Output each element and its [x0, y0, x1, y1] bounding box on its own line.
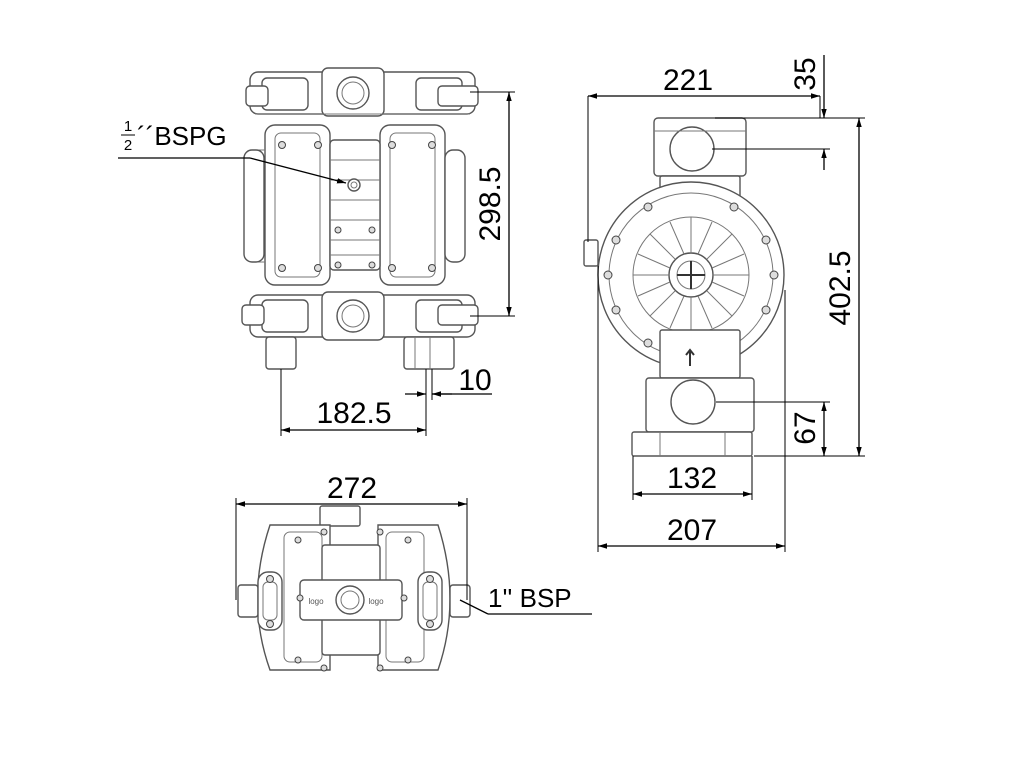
fluid-port-callout: 1'' BSP: [459, 583, 592, 615]
air-port-fraction-den: 2: [124, 137, 132, 154]
fluid-port-label: 1'' BSP: [488, 583, 572, 613]
dim-right-top-width: 221: [587, 64, 821, 242]
front-view: [241, 67, 479, 370]
dim-right-base-width: 132: [632, 456, 753, 500]
dim-label-35: 35: [789, 57, 822, 90]
dim-right-total-width: 207: [597, 266, 786, 552]
dim-label-207: 207: [667, 514, 717, 547]
dim-left-height: 298.5: [470, 91, 515, 317]
dim-label-67: 67: [789, 411, 822, 444]
dim-right-bottom-offset: 67: [716, 401, 830, 456]
top-view-bolts: [266, 528, 434, 672]
dim-right-total-height: 402.5: [754, 118, 865, 457]
air-port-fraction-num: 1: [124, 118, 132, 135]
dim-bottom-width: 272: [235, 472, 468, 600]
dim-label-221: 221: [663, 64, 713, 97]
logo-right: logo: [368, 597, 384, 606]
dim-left-width: 182.5: [280, 369, 427, 436]
dim-label-402-5: 402.5: [824, 250, 857, 325]
dim-right-top-offset: 35: [712, 55, 865, 170]
dim-label-182-5: 182.5: [316, 397, 391, 430]
air-inlet-port: [347, 178, 361, 192]
top-view: logo logo: [237, 505, 471, 672]
dim-label-272: 272: [327, 472, 377, 505]
side-view: [583, 117, 785, 457]
dim-label-298-5: 298.5: [474, 166, 507, 241]
dim-label-10: 10: [458, 364, 491, 397]
front-bolts: [278, 141, 436, 272]
air-port-label: ´´BSPG: [137, 121, 227, 151]
dim-label-132: 132: [667, 462, 717, 495]
dim-foot-gap: 10: [405, 364, 492, 400]
logo-left: logo: [308, 597, 324, 606]
top-view-port: [335, 585, 365, 615]
air-port-callout: 1 2 ´´BSPG: [118, 118, 347, 184]
